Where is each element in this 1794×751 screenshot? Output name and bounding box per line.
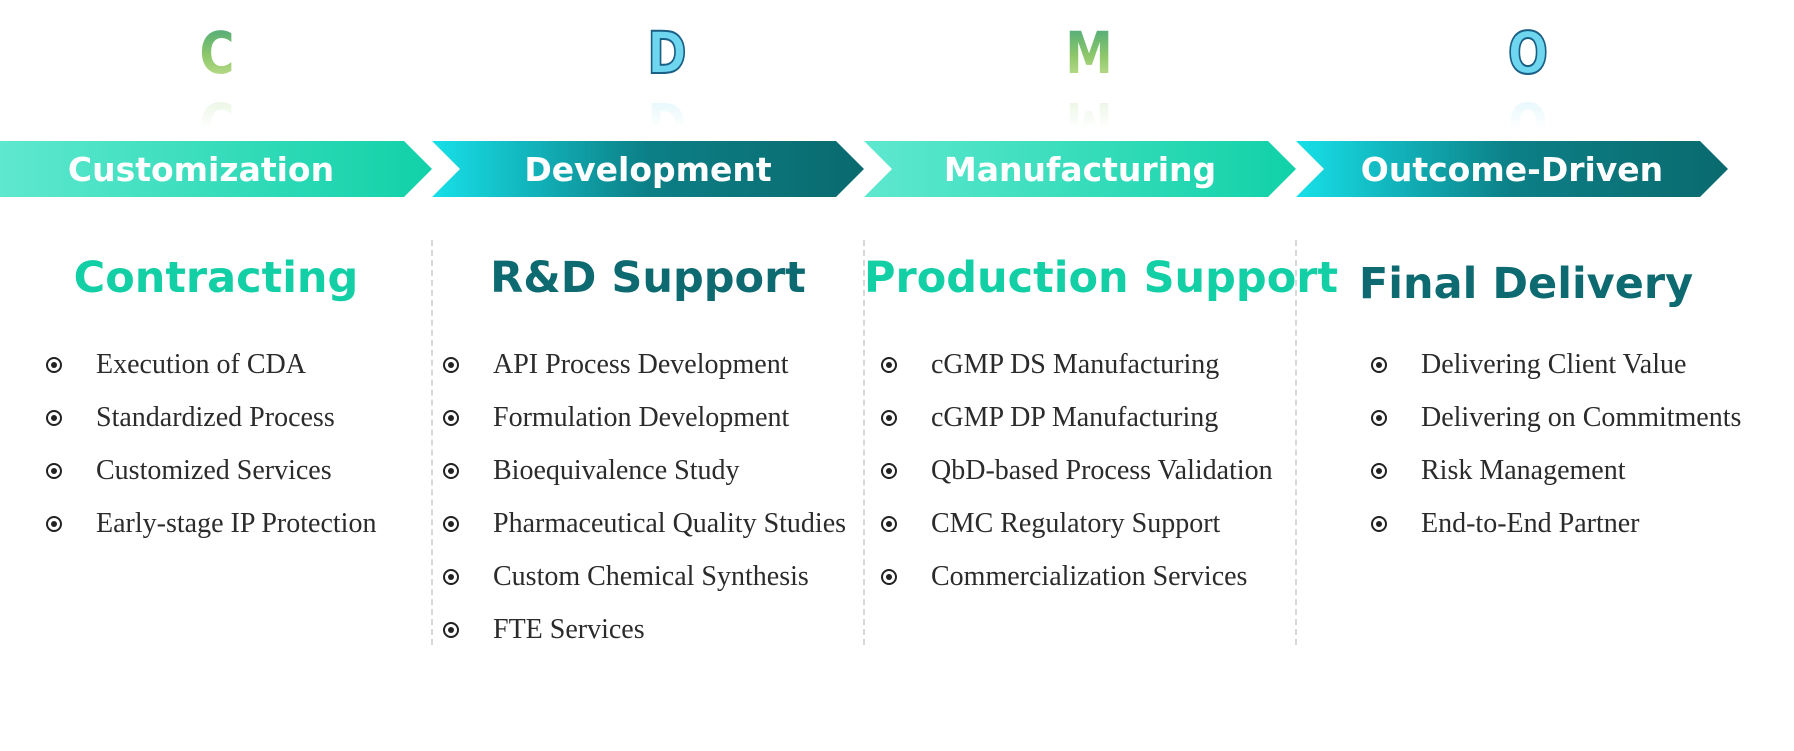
bullet-icon bbox=[46, 462, 62, 479]
bullet-icon bbox=[443, 621, 459, 638]
bullet-icon bbox=[1371, 356, 1387, 373]
list-contracting: Execution of CDA Standardized Process Cu… bbox=[46, 338, 376, 550]
list-item: Customized Services bbox=[46, 444, 376, 497]
stage-label: Development bbox=[524, 149, 772, 189]
stage-arrow-outcome-driven: Outcome-Driven bbox=[1296, 141, 1728, 197]
letter-m-glyph: M bbox=[1048, 18, 1130, 88]
bullet-icon bbox=[443, 568, 459, 585]
letter-c-reflection: C bbox=[199, 89, 235, 128]
column-title: Production Support bbox=[864, 253, 1339, 303]
list-item: End-to-End Partner bbox=[1371, 497, 1741, 550]
bullet-icon bbox=[881, 462, 897, 479]
letter-m-reflection: M bbox=[1065, 89, 1113, 128]
list-item: CMC Regulatory Support bbox=[881, 497, 1273, 550]
list-item: API Process Development bbox=[443, 338, 846, 391]
letter-o-reflection: O bbox=[1507, 89, 1549, 128]
bullet-icon bbox=[443, 356, 459, 373]
list-item: cGMP DP Manufacturing bbox=[881, 391, 1273, 444]
stage-arrow-customization: Customization bbox=[0, 141, 432, 197]
letter-d-glyph: D bbox=[646, 18, 687, 88]
column-divider bbox=[431, 240, 433, 645]
list-item: Custom Chemical Synthesis bbox=[443, 550, 846, 603]
letter-d-reflection: D bbox=[647, 89, 687, 128]
bullet-icon bbox=[443, 462, 459, 479]
column-production-support: Production Support bbox=[864, 248, 1339, 308]
list-rd-support: API Process Development Formulation Deve… bbox=[443, 338, 846, 656]
list-item: Standardized Process bbox=[46, 391, 376, 444]
list-item: Bioequivalence Study bbox=[443, 444, 846, 497]
bullet-icon bbox=[881, 515, 897, 532]
bullet-icon bbox=[46, 409, 62, 426]
list-item: QbD-based Process Validation bbox=[881, 444, 1273, 497]
bullet-icon bbox=[443, 409, 459, 426]
letter-o: O O bbox=[1478, 18, 1578, 128]
bullet-icon bbox=[1371, 409, 1387, 426]
stage-label: Customization bbox=[67, 149, 335, 189]
bullet-icon bbox=[46, 515, 62, 532]
bullet-icon bbox=[881, 356, 897, 373]
column-divider bbox=[863, 240, 865, 645]
list-item: Pharmaceutical Quality Studies bbox=[443, 497, 846, 550]
list-item: cGMP DS Manufacturing bbox=[881, 338, 1273, 391]
list-item: Early-stage IP Protection bbox=[46, 497, 376, 550]
list-item: FTE Services bbox=[443, 603, 846, 656]
bullet-icon bbox=[46, 356, 62, 373]
bullet-icon bbox=[1371, 515, 1387, 532]
column-title: Final Delivery bbox=[1358, 259, 1694, 309]
letter-c: C C bbox=[167, 18, 267, 128]
stage-label: Outcome-Driven bbox=[1360, 149, 1664, 189]
list-item: Formulation Development bbox=[443, 391, 846, 444]
list-final-delivery: Delivering Client Value Delivering on Co… bbox=[1371, 338, 1741, 550]
list-item: Execution of CDA bbox=[46, 338, 376, 391]
bullet-icon bbox=[1371, 462, 1387, 479]
stage-arrow-development: Development bbox=[432, 141, 864, 197]
bullet-icon bbox=[881, 568, 897, 585]
letter-d: D D bbox=[617, 18, 717, 128]
list-item: Commercialization Services bbox=[881, 550, 1273, 603]
list-item: Risk Management bbox=[1371, 444, 1741, 497]
stage-label: Manufacturing bbox=[943, 149, 1217, 189]
letter-o-glyph: O bbox=[1507, 18, 1549, 88]
stage-arrow-manufacturing: Manufacturing bbox=[864, 141, 1296, 197]
bullet-icon bbox=[443, 515, 459, 532]
bullet-icon bbox=[881, 409, 897, 426]
column-title: R&D Support bbox=[490, 253, 806, 303]
letter-c-glyph: C bbox=[176, 18, 258, 88]
list-item: Delivering Client Value bbox=[1371, 338, 1741, 391]
letter-m: M M bbox=[1039, 18, 1139, 128]
list-item: Delivering on Commitments bbox=[1371, 391, 1741, 444]
column-divider bbox=[1295, 240, 1297, 645]
column-final-delivery: Final Delivery bbox=[1296, 254, 1756, 314]
list-production-support: cGMP DS Manufacturing cGMP DP Manufactur… bbox=[881, 338, 1273, 603]
column-contracting: Contracting bbox=[0, 248, 432, 308]
column-rd-support: R&D Support bbox=[432, 248, 864, 308]
column-title: Contracting bbox=[73, 253, 359, 303]
